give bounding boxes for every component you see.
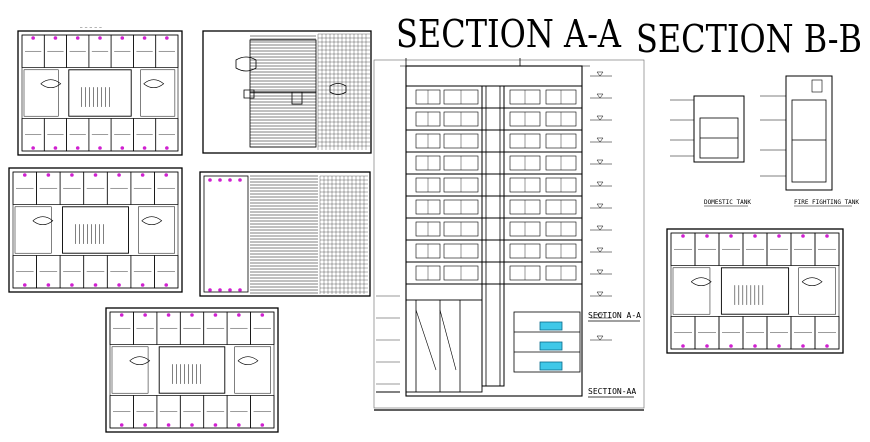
column-marker <box>93 173 98 177</box>
column-marker <box>260 313 265 317</box>
column-marker <box>117 283 121 287</box>
floor-plan-2 <box>8 167 183 293</box>
column-marker <box>218 288 222 292</box>
column-marker <box>119 423 124 427</box>
column-marker <box>777 344 781 348</box>
column-marker <box>22 173 27 177</box>
column-marker <box>190 423 194 427</box>
column-marker <box>22 283 27 287</box>
column-marker <box>165 146 169 150</box>
column-marker <box>119 313 124 317</box>
column-marker <box>166 313 171 317</box>
column-marker <box>705 234 709 238</box>
roof-plan <box>202 30 372 154</box>
column-marker <box>142 146 147 150</box>
section-a-building <box>373 58 645 411</box>
svg-text:— — — — —: — — — — — <box>80 25 102 30</box>
column-marker <box>165 36 169 40</box>
column-marker <box>143 423 147 427</box>
column-marker <box>93 283 98 287</box>
floor-plan-3 <box>199 171 371 297</box>
domestic-tank-label: DOMESTIC TANK <box>704 199 751 206</box>
column-marker <box>70 283 74 287</box>
column-marker <box>142 36 147 40</box>
column-marker <box>228 288 232 292</box>
column-marker <box>164 283 169 287</box>
column-marker <box>213 313 218 317</box>
column-marker <box>98 36 102 40</box>
column-marker <box>825 234 829 238</box>
column-marker <box>53 36 58 40</box>
column-marker <box>75 146 80 150</box>
column-marker <box>98 146 102 150</box>
column-marker <box>801 234 805 238</box>
column-marker <box>120 36 125 40</box>
column-marker <box>208 178 212 182</box>
column-marker <box>31 36 35 40</box>
column-marker <box>238 288 242 292</box>
floor-plan-5 <box>666 228 844 354</box>
fire-fighting-tank-label: FIRE FIGHTING TANK <box>794 199 859 206</box>
column-marker <box>218 178 222 182</box>
section-a-title: SECTION A-A <box>396 12 621 56</box>
column-marker <box>140 283 145 287</box>
column-marker <box>777 234 781 238</box>
column-marker <box>53 146 58 150</box>
column-marker <box>681 234 685 238</box>
section-b-tanks <box>670 75 833 191</box>
column-marker <box>120 146 125 150</box>
column-marker <box>237 313 241 317</box>
column-marker <box>46 173 51 177</box>
section-b-title: SECTION B-B <box>636 17 862 61</box>
column-marker <box>753 344 757 348</box>
column-marker <box>143 313 147 317</box>
column-marker <box>31 146 35 150</box>
column-marker <box>238 178 242 182</box>
column-marker <box>46 283 51 287</box>
column-marker <box>117 173 121 177</box>
column-marker <box>681 344 685 348</box>
column-marker <box>228 178 232 182</box>
column-marker <box>260 423 265 427</box>
marker-layer <box>22 36 829 427</box>
column-marker <box>208 288 212 292</box>
column-marker <box>237 423 241 427</box>
column-marker <box>213 423 218 427</box>
section-a-small-label: SECTION A-A <box>588 311 641 320</box>
column-marker <box>140 173 145 177</box>
floor-plan-1: — — — — — <box>17 25 183 156</box>
column-marker <box>825 344 829 348</box>
floor-plan-4 <box>105 307 279 433</box>
column-marker <box>164 173 169 177</box>
column-marker <box>729 344 733 348</box>
column-marker <box>190 313 194 317</box>
column-marker <box>729 234 733 238</box>
column-marker <box>705 344 709 348</box>
column-marker <box>75 36 80 40</box>
section-aa-bottom-label: SECTION-AA <box>588 387 636 396</box>
column-marker <box>70 173 74 177</box>
column-marker <box>801 344 805 348</box>
column-marker <box>166 423 171 427</box>
column-marker <box>753 234 757 238</box>
